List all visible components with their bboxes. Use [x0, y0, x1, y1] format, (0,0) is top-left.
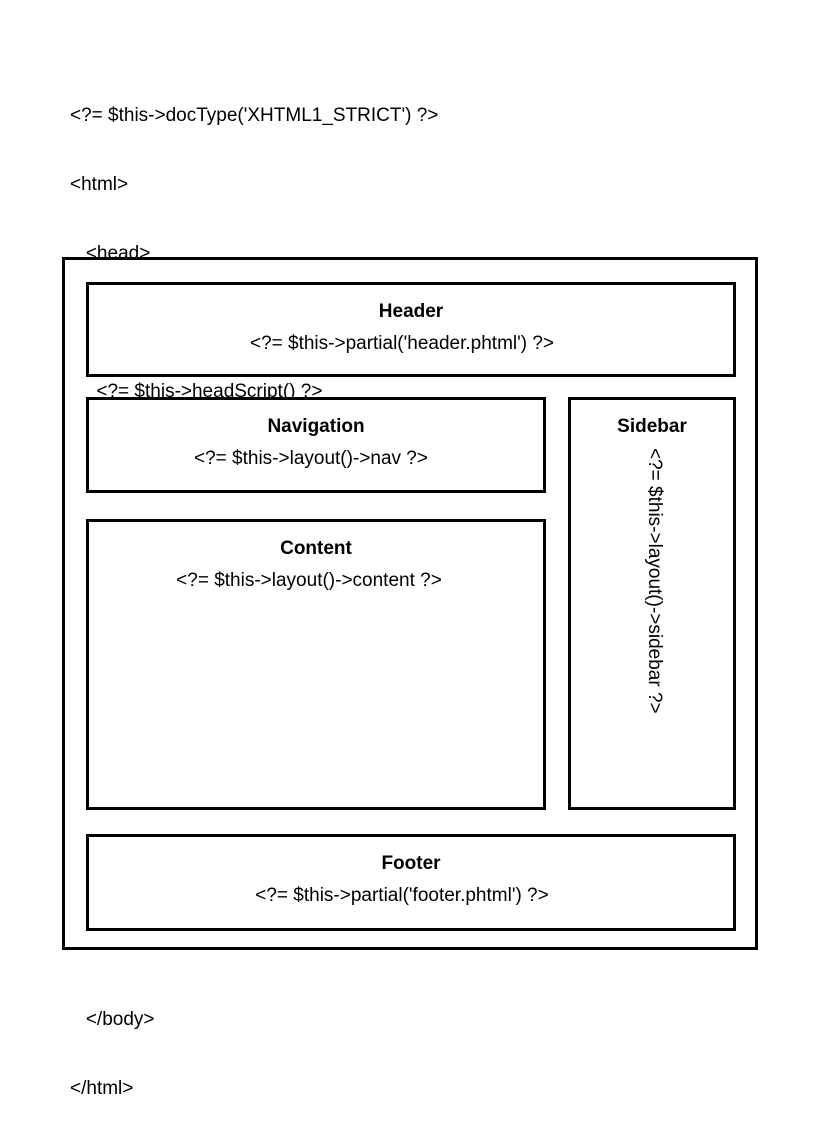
region-sidebar: Sidebar <?= $this->layout()->sidebar ?> — [568, 397, 736, 810]
region-navigation: Navigation <?= $this->layout()->nav ?> — [86, 397, 546, 493]
region-footer: Footer <?= $this->partial('footer.phtml'… — [86, 834, 736, 931]
region-sidebar-title: Sidebar — [617, 416, 687, 437]
region-content: Content <?= $this->layout()->content ?> — [86, 519, 546, 810]
region-header-title: Header — [378, 301, 444, 322]
region-content-code: <?= $this->layout()->content ?> — [176, 570, 442, 591]
bottom-code-block: </body> </html> — [70, 962, 155, 1123]
code-line-html-open: <html> — [70, 174, 129, 195]
region-header-code: <?= $this->partial('header.phtml') ?> — [249, 333, 555, 354]
region-content-title: Content — [280, 538, 352, 559]
code-line-html-close: </html> — [70, 1078, 134, 1099]
code-line-head-script: <?= $this->headScript() ?> — [70, 381, 323, 402]
region-footer-title: Footer — [381, 853, 441, 874]
region-header: Header <?= $this->partial('header.phtml'… — [86, 282, 736, 377]
region-footer-code: <?= $this->partial('footer.phtml') ?> — [255, 885, 549, 906]
region-sidebar-code: <?= $this->layout()->sidebar ?> — [643, 448, 665, 714]
region-navigation-code: <?= $this->layout()->nav ?> — [194, 448, 428, 469]
code-line-doctype: <?= $this->docType('XHTML1_STRICT') ?> — [70, 105, 439, 126]
page-layout-container: Header <?= $this->partial('header.phtml'… — [62, 257, 758, 950]
region-sidebar-code-wrapper: <?= $this->layout()->sidebar ?> — [571, 448, 733, 808]
code-line-body-close: </body> — [70, 1009, 155, 1030]
region-navigation-title: Navigation — [267, 416, 365, 437]
